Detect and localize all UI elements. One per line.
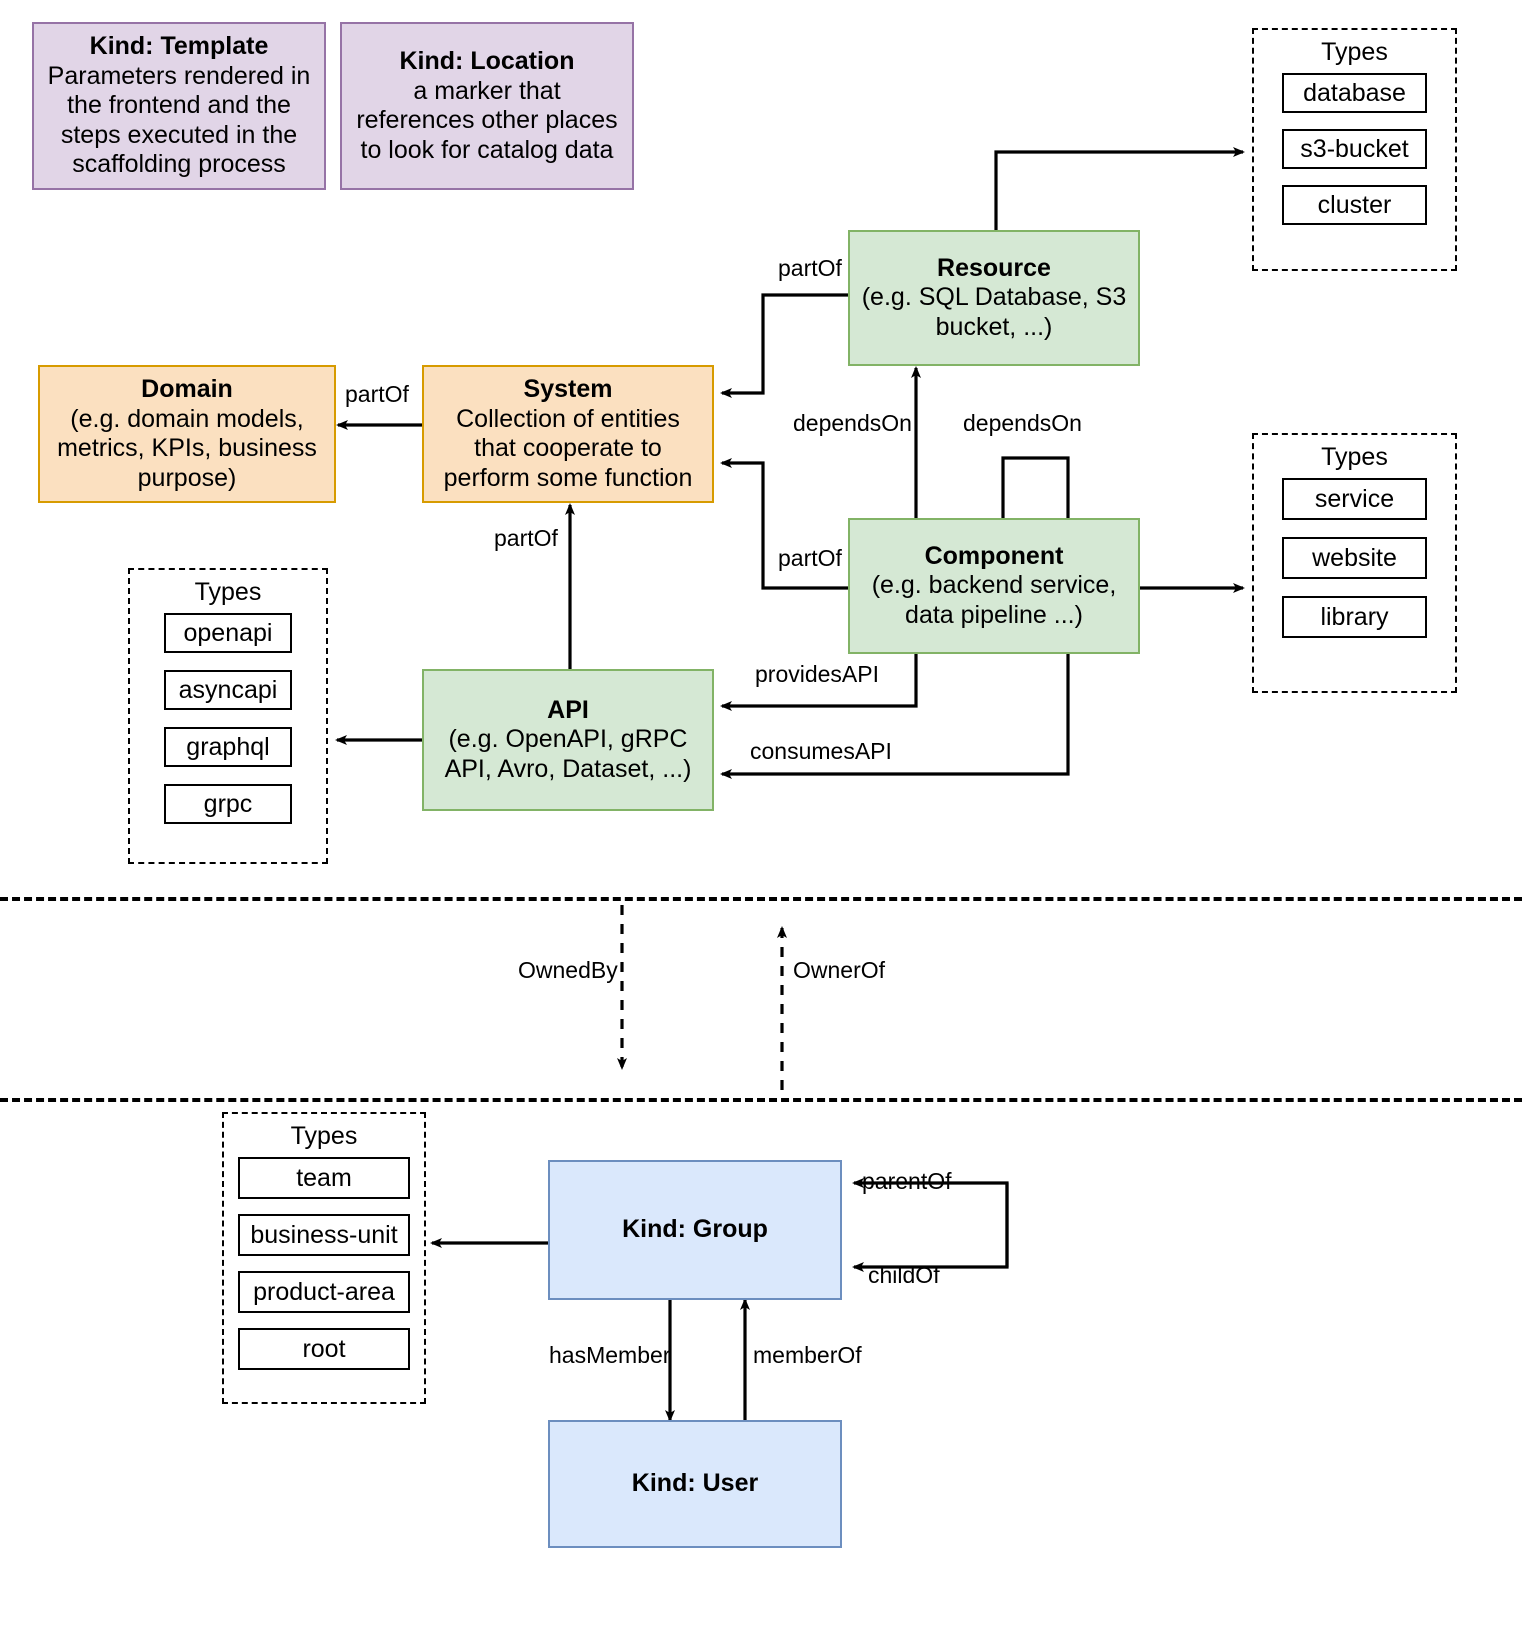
type-chip-s3-bucket[interactable]: s3-bucket <box>1282 129 1427 169</box>
node-kind-template[interactable]: Kind: Template Parameters rendered in th… <box>32 22 326 190</box>
type-chip-cluster[interactable]: cluster <box>1282 185 1427 225</box>
types-box-api: Types openapi asyncapi graphql grpc <box>128 568 328 864</box>
type-chip-grpc[interactable]: grpc <box>164 784 292 824</box>
type-chip-website[interactable]: website <box>1282 537 1427 579</box>
node-kind-location-desc: a marker that references other places to… <box>356 76 618 164</box>
type-chip-business-unit[interactable]: business-unit <box>238 1214 410 1256</box>
node-resource[interactable]: Resource (e.g. SQL Database, S3 bucket, … <box>848 230 1140 366</box>
type-chip-graphql[interactable]: graphql <box>164 727 292 767</box>
edge-label-api-partof-system: partOf <box>494 525 558 551</box>
edge-label-component-dependson-resource: dependsOn <box>793 410 912 436</box>
types-box-component: Types service website library <box>1252 433 1457 693</box>
node-kind-location[interactable]: Kind: Location a marker that references … <box>340 22 634 190</box>
node-kind-group[interactable]: Kind: Group <box>548 1160 842 1300</box>
node-api-desc: (e.g. OpenAPI, gRPC API, Avro, Dataset, … <box>444 725 692 783</box>
node-component-desc: (e.g. backend service, data pipeline ...… <box>871 571 1117 629</box>
node-resource-title: Resource <box>937 253 1051 282</box>
types-heading: Types <box>1321 443 1388 471</box>
type-chip-product-area[interactable]: product-area <box>238 1271 410 1313</box>
type-chip-database[interactable]: database <box>1282 73 1427 113</box>
type-chip-team[interactable]: team <box>238 1157 410 1199</box>
edge-label-group-childof: childOf <box>868 1262 940 1288</box>
separator-catalog-ownership <box>0 897 1522 901</box>
separator-ownership-org <box>0 1098 1522 1102</box>
node-api-title: API <box>547 695 589 724</box>
edge-label-component-dependson-component: dependsOn <box>963 410 1082 436</box>
edge-resource-partof-system <box>720 293 848 398</box>
edge-label-user-memberof: memberOf <box>753 1342 862 1368</box>
node-kind-template-desc: Parameters rendered in the frontend and … <box>47 61 311 179</box>
types-heading: Types <box>290 1122 358 1150</box>
node-component[interactable]: Component (e.g. backend service, data pi… <box>848 518 1140 654</box>
edge-group-childof <box>852 1188 1009 1272</box>
type-chip-asyncapi[interactable]: asyncapi <box>164 670 292 710</box>
edge-resource-to-types <box>994 147 1245 230</box>
edge-label-group-parentof: parentOf <box>862 1168 952 1194</box>
node-kind-user[interactable]: Kind: User <box>548 1420 842 1548</box>
node-kind-group-title: Kind: Group <box>622 1215 768 1244</box>
types-box-group: Types team business-unit product-area ro… <box>222 1112 426 1404</box>
type-chip-root[interactable]: root <box>238 1328 410 1370</box>
node-component-title: Component <box>924 541 1064 570</box>
edge-label-component-partof-system: partOf <box>778 545 842 571</box>
type-chip-library[interactable]: library <box>1282 596 1427 638</box>
node-api[interactable]: API (e.g. OpenAPI, gRPC API, Avro, Datas… <box>422 669 714 811</box>
types-heading: Types <box>1321 38 1388 66</box>
edge-label-resource-partof-system: partOf <box>778 255 842 281</box>
type-chip-openapi[interactable]: openapi <box>164 613 292 653</box>
node-domain-title: Domain <box>141 375 233 403</box>
type-chip-service[interactable]: service <box>1282 478 1427 520</box>
edge-label-ownedby: OwnedBy <box>518 957 618 983</box>
node-resource-desc: (e.g. SQL Database, S3 bucket, ...) <box>861 283 1127 341</box>
types-heading: Types <box>194 578 262 606</box>
edge-label-group-hasmember: hasMember <box>549 1342 671 1368</box>
edge-label-system-partof-domain: partOf <box>345 381 409 407</box>
node-kind-user-title: Kind: User <box>631 1469 759 1498</box>
node-system-desc: Collection of entities that cooperate to… <box>443 404 693 492</box>
node-kind-template-title: Kind: Template <box>89 32 269 61</box>
node-kind-location-title: Kind: Location <box>399 47 575 75</box>
types-box-resource: Types database s3-bucket cluster <box>1252 28 1457 271</box>
node-system-title: System <box>523 375 613 403</box>
node-system[interactable]: System Collection of entities that coope… <box>422 365 714 503</box>
edge-label-ownerof: OwnerOf <box>793 957 886 983</box>
edge-label-component-consumesapi: consumesAPI <box>750 738 892 764</box>
node-domain-desc: (e.g. domain models, metrics, KPIs, busi… <box>57 404 317 492</box>
edge-label-component-providesapi: providesAPI <box>755 661 880 687</box>
node-domain[interactable]: Domain (e.g. domain models, metrics, KPI… <box>38 365 336 503</box>
